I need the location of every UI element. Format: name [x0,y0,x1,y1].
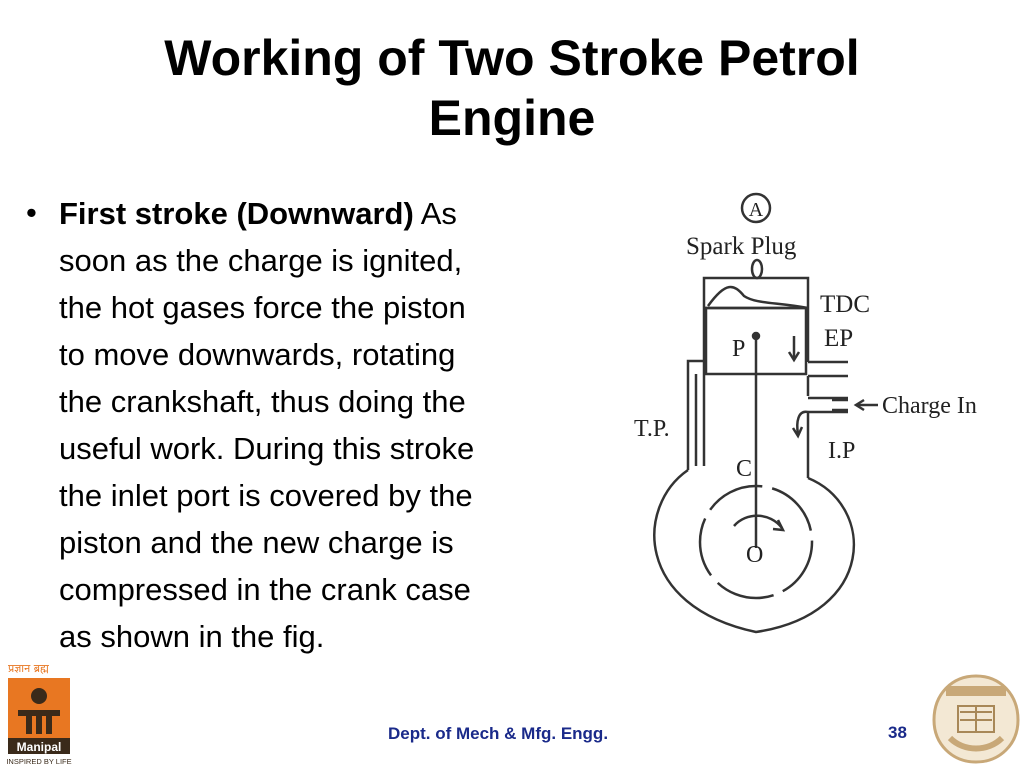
label-a-circle [740,192,772,224]
charge-in-label: Charge In [882,393,977,419]
logo-figure-shape [18,710,60,734]
page-number: 38 [888,723,907,742]
crank-case [653,468,856,634]
cylinder-head [702,276,810,308]
transfer-passage-outer [686,359,704,470]
down-arrow-head [787,351,801,363]
slide-title-line-1: Working of Two Stroke Petrol [164,30,860,86]
combustion-curve [706,285,809,310]
slide-title-line-2: Engine [428,90,596,146]
tdc-label: TDC [820,291,870,318]
bullet-line-3: the hot gases force the piston [59,290,466,325]
piston-pin [751,331,761,341]
bullet-line-4: to move downwards, rotating [59,337,456,372]
crank-pin-label: C [736,456,752,482]
charge-in-arrowhead [853,398,865,412]
piston-label: P [732,336,745,362]
bullet-line-9: compressed in the crank case [59,572,471,607]
bullet-line-5: the crankshaft, thus doing the [59,384,466,419]
bullet-marker: • [26,195,37,230]
slide-title: Working of Two Stroke Petrol Engine [0,28,1024,148]
crank-center-label: O [746,542,763,568]
logo-tagline: INSPIRED BY LIFE [6,757,71,766]
logo-head-shape [31,688,47,704]
logo-sanskrit-text: प्रज्ञान ब्रह्म [8,662,49,675]
ep-label: EP [824,325,853,352]
mit-seal-logo [932,674,1020,764]
footer-department: Dept. of Mech & Mfg. Engg. [388,724,609,743]
spark-plug-label: Spark Plug [686,233,797,260]
bullet-line-1: First stroke (Downward) As [59,190,619,237]
crank-circle [698,484,814,600]
charge-flow-arrowhead [791,426,804,439]
bullet-line-8: piston and the new charge is [59,525,454,560]
bullet-line-6: useful work. During this stroke [59,431,475,466]
inlet-port-label: I.P [828,438,855,464]
manipal-logo: प्रज्ञान ब्रह्म Manipal INSPIRED BY LIFE [6,662,71,766]
rotation-arrowhead [772,519,786,532]
bullet-line-1-rest: As [413,196,457,231]
seal-motto-band [946,686,1006,696]
bullet-text: First stroke (Downward) As soon as the c… [59,190,619,660]
spark-plug-shape [750,258,764,280]
seal-emblem-lines [960,706,992,732]
bullet-line-2: soon as the charge is ignited, [59,243,463,278]
bullet-line-10: as shown in the fig. [59,619,325,654]
logo-name: Manipal [17,740,62,754]
engine-diagram: A Spark Plug TDC EP P Charge In T.P. I.P… [634,192,977,634]
bullet-line-7: the inlet port is covered by the [59,478,473,513]
logo-name-band [8,738,70,754]
rotation-arc [733,514,783,529]
bullet-heading: First stroke (Downward) [59,196,414,231]
charge-flow-arrow [796,410,809,435]
label-a: A [749,199,764,221]
seal-lower-ribbon [947,735,1005,752]
transfer-port-label: T.P. [634,416,670,442]
